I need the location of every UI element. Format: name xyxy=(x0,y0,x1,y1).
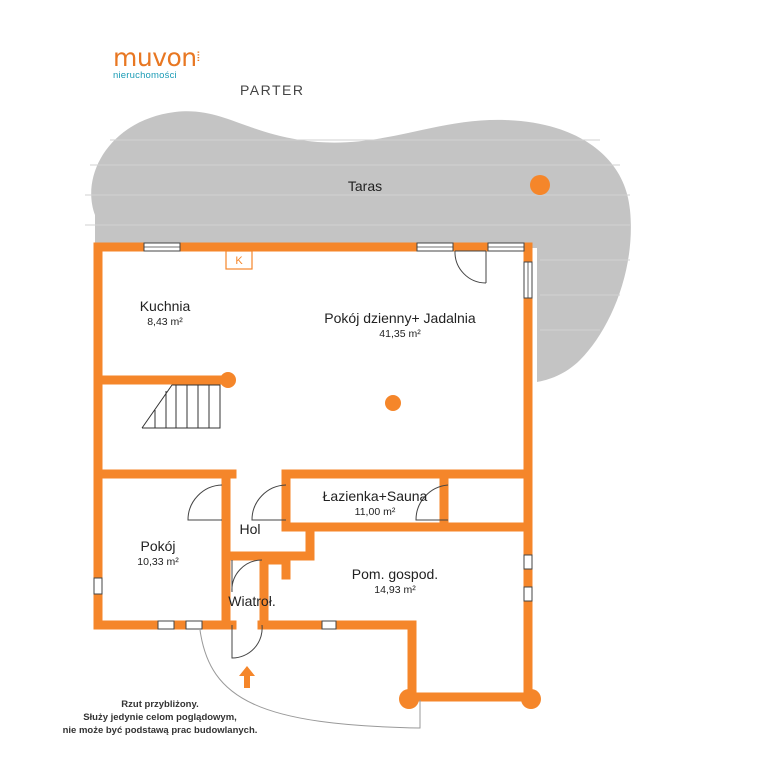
brand-name: muvon xyxy=(113,43,197,72)
room-living-dining: Pokój dzienny+ Jadalnia 41,35 m² xyxy=(300,310,500,340)
room-bedroom: Pokój 10,33 m² xyxy=(118,538,198,568)
disclaimer-line: Rzut przybliżony. xyxy=(121,699,199,710)
room-area: 14,93 m² xyxy=(374,584,416,596)
room-name: Kuchnia xyxy=(139,298,191,314)
room-kitchen: Kuchnia 8,43 m² xyxy=(125,298,205,328)
room-name: Pom. gospod. xyxy=(351,566,439,582)
disclaimer-line: nie może być podstawą prac budowlanych. xyxy=(62,725,258,736)
disclaimer-line: Służy jedynie celom poglądowym, xyxy=(83,712,237,723)
terrace-texture xyxy=(85,139,630,331)
room-name: Łazienka+Sauna xyxy=(322,488,428,504)
fireplace-marker: K xyxy=(235,255,243,267)
room-name: Taras xyxy=(347,178,383,194)
room-bathroom-sauna: Łazienka+Sauna 11,00 m² xyxy=(310,488,440,518)
brand-mark-icon: ⵂ xyxy=(196,50,201,65)
room-name: Hol xyxy=(239,521,261,537)
window-lines xyxy=(144,246,529,298)
room-area: 8,43 m² xyxy=(147,316,183,328)
disclaimer: Rzut przybliżony. Służy jedynie celom po… xyxy=(30,698,290,737)
stairs xyxy=(141,384,221,429)
brand-logo: muvonⵂ nieruchomości xyxy=(113,43,201,81)
room-name: Pokój dzienny+ Jadalnia xyxy=(324,310,476,326)
room-name: Wiatroł. xyxy=(228,593,276,609)
fireplace-box xyxy=(225,250,253,270)
walls xyxy=(93,242,533,702)
room-name: Pokój xyxy=(140,538,176,554)
room-area: 41,35 m² xyxy=(379,328,421,340)
brand-subtitle: nieruchomości xyxy=(113,70,177,81)
room-terrace: Taras xyxy=(330,178,400,194)
wall-caps xyxy=(220,372,541,709)
room-vestibule: Wiatroł. xyxy=(222,593,282,609)
door-swings xyxy=(187,250,487,729)
light-points xyxy=(385,175,550,411)
room-area: 11,00 m² xyxy=(354,506,396,518)
entrance-arrow-icon xyxy=(239,666,255,688)
room-area: 10,33 m² xyxy=(137,556,179,568)
room-utility: Pom. gospod. 14,93 m² xyxy=(330,566,460,596)
floor-title: PARTER xyxy=(240,82,305,98)
room-hall: Hol xyxy=(232,521,268,537)
